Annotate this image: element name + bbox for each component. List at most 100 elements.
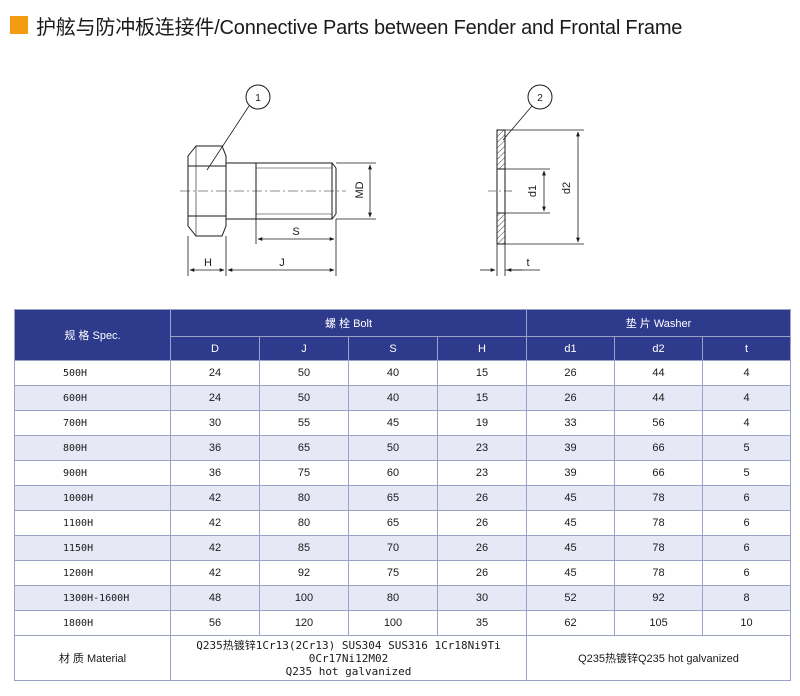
value-cell: 23 xyxy=(436,460,528,486)
value-cell: 8 xyxy=(702,585,792,611)
spec-cell: 1150H xyxy=(14,535,171,561)
value-cell: 45 xyxy=(348,410,438,436)
value-cell: 66 xyxy=(614,435,704,461)
value-cell: 100 xyxy=(259,585,349,611)
value-cell: 39 xyxy=(526,460,616,486)
spec-column-header: 规 格 Spec. xyxy=(14,309,171,361)
j-label: J xyxy=(279,257,285,269)
material-label: 材 质 Material xyxy=(14,635,171,681)
value-cell: 30 xyxy=(170,410,260,436)
value-cell: 56 xyxy=(170,610,260,636)
value-cell: 10 xyxy=(702,610,792,636)
value-cell: 19 xyxy=(436,410,528,436)
value-cell: 26 xyxy=(436,535,528,561)
column-header-h: H xyxy=(436,336,528,361)
value-cell: 6 xyxy=(702,510,792,536)
value-cell: 35 xyxy=(436,610,528,636)
value-cell: 5 xyxy=(702,435,792,461)
value-cell: 42 xyxy=(170,560,260,586)
value-cell: 42 xyxy=(170,510,260,536)
spec-table: 规 格 Spec. 螺 栓 Bolt 垫 片 Washer D J S H d1… xyxy=(14,309,792,681)
value-cell: 105 xyxy=(614,610,704,636)
title-bar: 护舷与防冲板连接件/Connective Parts between Fende… xyxy=(10,9,682,41)
value-cell: 45 xyxy=(526,510,616,536)
washer-drawing xyxy=(488,84,553,245)
title-bullet-icon xyxy=(10,16,28,34)
t-dimension xyxy=(480,244,540,276)
value-cell: 55 xyxy=(259,410,349,436)
column-header-d1: d1 xyxy=(526,336,616,361)
value-cell: 44 xyxy=(614,360,704,386)
bolt-material-line3: Q235 hot galvanized xyxy=(285,664,412,678)
value-cell: 78 xyxy=(614,510,704,536)
value-cell: 50 xyxy=(348,435,438,461)
value-cell: 56 xyxy=(614,410,704,436)
spec-cell: 1200H xyxy=(14,560,171,586)
value-cell: 5 xyxy=(702,460,792,486)
value-cell: 92 xyxy=(614,585,704,611)
value-cell: 78 xyxy=(614,535,704,561)
value-cell: 15 xyxy=(436,360,528,386)
value-cell: 4 xyxy=(702,410,792,436)
s-label: S xyxy=(292,226,299,238)
value-cell: 4 xyxy=(702,360,792,386)
spec-cell: 500H xyxy=(14,360,171,386)
bolt-drawing xyxy=(180,84,346,237)
value-cell: 4 xyxy=(702,385,792,411)
value-cell: 80 xyxy=(259,510,349,536)
value-cell: 45 xyxy=(526,485,616,511)
bolt-material-line1: Q235热镀锌1Cr13(2Cr13) SUS304 SUS316 1Cr18N… xyxy=(196,638,501,652)
spec-cell: 1300H-1600H xyxy=(14,585,171,611)
value-cell: 42 xyxy=(170,485,260,511)
value-cell: 33 xyxy=(526,410,616,436)
hj-dimension xyxy=(187,236,337,276)
value-cell: 6 xyxy=(702,560,792,586)
value-cell: 78 xyxy=(614,485,704,511)
spec-cell: 600H xyxy=(14,385,171,411)
spec-cell: 1800H xyxy=(14,610,171,636)
value-cell: 42 xyxy=(170,535,260,561)
bolt-material-line2: 0Cr17Ni12M02 xyxy=(308,651,389,665)
value-cell: 23 xyxy=(436,435,528,461)
value-cell: 26 xyxy=(526,360,616,386)
column-header-d2: d2 xyxy=(614,336,704,361)
md-dimension xyxy=(336,162,376,220)
spec-cell: 800H xyxy=(14,435,171,461)
column-header-s: S xyxy=(348,336,438,361)
value-cell: 45 xyxy=(526,535,616,561)
value-cell: 48 xyxy=(170,585,260,611)
value-cell: 6 xyxy=(702,535,792,561)
spec-cell: 1000H xyxy=(14,485,171,511)
t-label: t xyxy=(526,257,529,269)
value-cell: 66 xyxy=(614,460,704,486)
value-cell: 60 xyxy=(348,460,438,486)
value-cell: 24 xyxy=(170,385,260,411)
value-cell: 78 xyxy=(614,560,704,586)
value-cell: 24 xyxy=(170,360,260,386)
spec-cell: 900H xyxy=(14,460,171,486)
value-cell: 62 xyxy=(526,610,616,636)
column-header-d: D xyxy=(170,336,260,361)
value-cell: 100 xyxy=(348,610,438,636)
technical-drawing: 1 MD S H J 2 xyxy=(180,84,584,276)
washer-callout-number: 2 xyxy=(537,93,543,104)
spec-cell: 1100H xyxy=(14,510,171,536)
value-cell: 120 xyxy=(259,610,349,636)
value-cell: 39 xyxy=(526,435,616,461)
value-cell: 26 xyxy=(436,510,528,536)
md-label: MD xyxy=(354,181,366,198)
value-cell: 65 xyxy=(348,510,438,536)
bolt-group-header: 螺 栓 Bolt xyxy=(169,309,528,337)
page-title: 护舷与防冲板连接件/Connective Parts between Fende… xyxy=(36,16,683,39)
value-cell: 85 xyxy=(259,535,349,561)
d1-d2-dimension xyxy=(505,129,584,245)
